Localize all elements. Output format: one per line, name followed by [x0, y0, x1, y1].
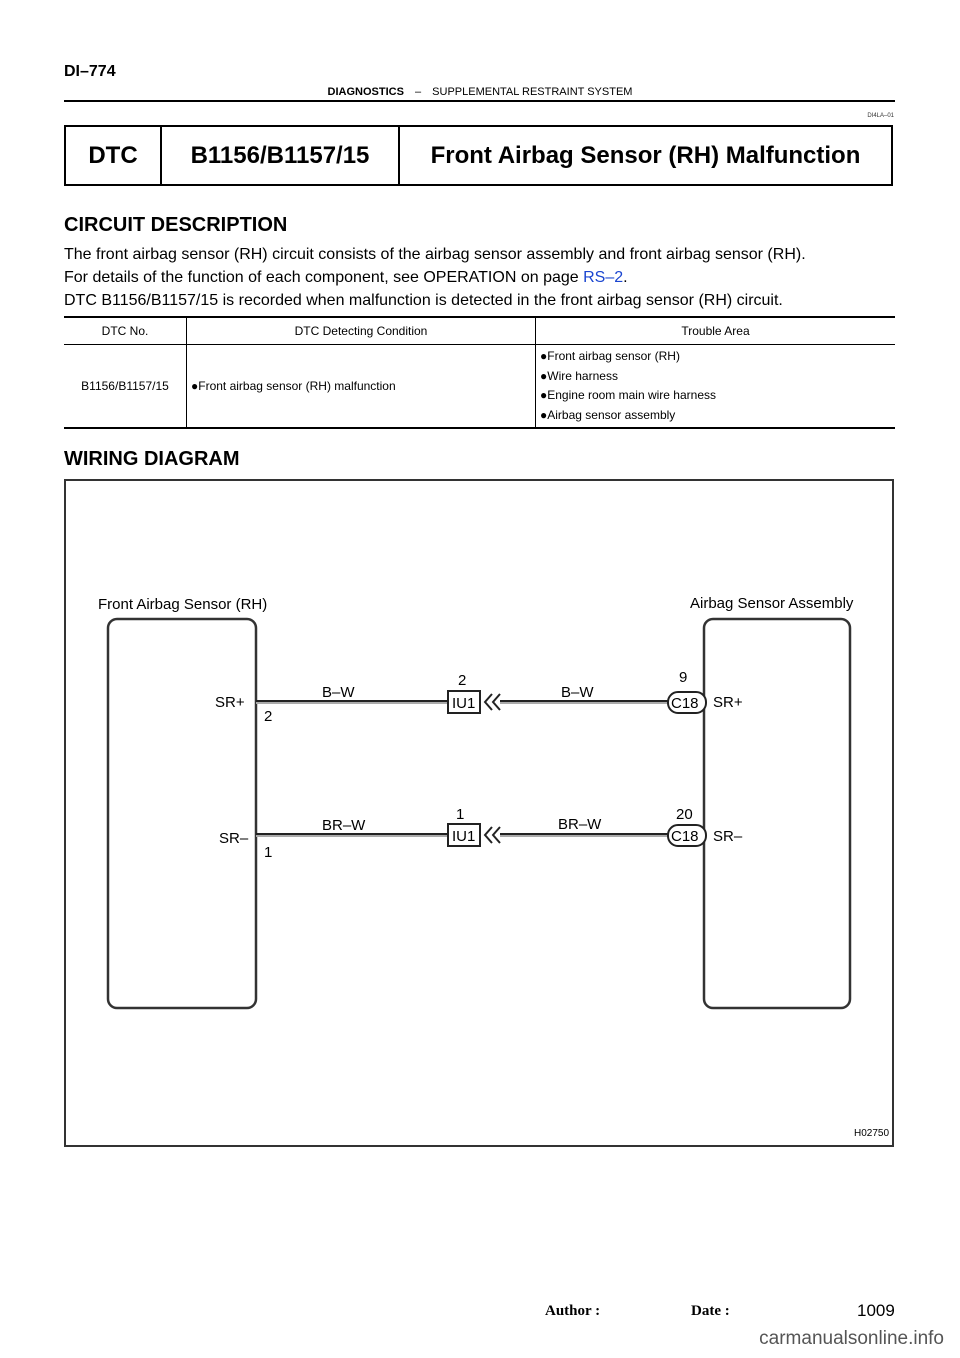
- right-pin-sr-plus: SR+: [713, 694, 743, 711]
- circuit-text-1: The front airbag sensor (RH) circuit con…: [64, 246, 806, 263]
- area-text: Wire harness: [547, 368, 618, 383]
- bullet-icon: ●: [540, 388, 548, 402]
- col-dtc-no: DTC No.: [64, 316, 187, 345]
- iu1-label-2: IU1: [452, 828, 475, 845]
- area-text: Airbag sensor assembly: [547, 407, 676, 422]
- iu1-pin-2: 2: [458, 672, 466, 689]
- date-label: Date :: [691, 1303, 730, 1319]
- page-link-rs2[interactable]: RS–2: [583, 269, 624, 286]
- c18-label-2: C18: [671, 828, 699, 845]
- wiring-diagram-heading: WIRING DIAGRAM: [64, 448, 240, 470]
- wire-sr-plus: [256, 700, 670, 704]
- wire-color-left-1: B–W: [322, 684, 355, 701]
- iu1-pin-1: 1: [456, 806, 464, 823]
- watermark: carmanualsonline.info: [759, 1328, 944, 1349]
- wiring-diagram-frame: [64, 479, 894, 1147]
- iu1-label-1: IU1: [452, 695, 475, 712]
- bullet-icon: ●: [191, 379, 199, 393]
- cell-trouble-area: ●Front airbag sensor (RH) ●Wire harness …: [535, 344, 895, 429]
- cell-condition: ●Front airbag sensor (RH) malfunction: [186, 344, 536, 429]
- left-pin-2: 2: [264, 708, 272, 725]
- page-code: DI–774: [64, 63, 116, 80]
- c18-label-1: C18: [671, 695, 699, 712]
- right-pin-sr-minus: SR–: [713, 828, 743, 845]
- c18-pin-9: 9: [679, 669, 687, 686]
- wire-color-right-1: B–W: [561, 684, 594, 701]
- area-text: Front airbag sensor (RH): [547, 349, 680, 363]
- table-row: B1156/B1157/15 ●Front airbag sensor (RH)…: [64, 344, 895, 429]
- dtc-title-box: DTC B1156/B1157/15 Front Airbag Sensor (…: [64, 125, 893, 186]
- dtc-table: DTC No. DTC Detecting Condition Trouble …: [64, 316, 895, 429]
- header-dash: –: [414, 86, 422, 98]
- wire-color-left-2: BR–W: [322, 817, 366, 834]
- circuit-text-2: For details of the function of each comp…: [64, 267, 896, 289]
- front-sensor-label: Front Airbag Sensor (RH): [98, 596, 267, 613]
- table-header-row: DTC No. DTC Detecting Condition Trouble …: [64, 316, 895, 345]
- front-sensor-box: [106, 617, 258, 1010]
- c18-pin-20: 20: [676, 806, 693, 823]
- dtc-name: Front Airbag Sensor (RH) Malfunction: [430, 141, 861, 169]
- left-pin-1: 1: [264, 844, 272, 861]
- list-item: ●Airbag sensor assembly: [540, 406, 891, 426]
- bullet-icon: ●: [540, 349, 548, 363]
- circuit-description-heading: CIRCUIT DESCRIPTION: [64, 214, 288, 236]
- area-text: Engine room main wire harness: [547, 388, 716, 402]
- wire-color-right-2: BR–W: [558, 816, 602, 833]
- circuit-text-2-post: .: [623, 269, 628, 286]
- dtc-label: DTC: [66, 127, 162, 184]
- connector-iu1-pin2: [447, 690, 501, 714]
- doc-code: DI4LA–01: [867, 113, 894, 119]
- connector-c18-pin9: [667, 691, 707, 714]
- section-name: DIAGNOSTICS: [327, 86, 404, 98]
- airbag-assembly-box: [702, 617, 852, 1010]
- wire-sr-minus: [256, 833, 670, 837]
- list-item: ●Engine room main wire harness: [540, 386, 891, 406]
- dtc-codes: B1156/B1157/15: [162, 127, 400, 184]
- subsection-name: SUPPLEMENTAL RESTRAINT SYSTEM: [432, 86, 633, 98]
- circuit-text-3: DTC B1156/B1157/15 is recorded when malf…: [64, 292, 783, 309]
- left-pin-sr-plus: SR+: [215, 694, 245, 711]
- col-trouble-area: Trouble Area: [535, 316, 895, 345]
- page-number: 1009: [857, 1301, 895, 1320]
- author-label: Author :: [545, 1303, 601, 1319]
- bullet-icon: ●: [540, 407, 548, 422]
- airbag-assembly-label: Airbag Sensor Assembly: [690, 595, 854, 612]
- cell-dtc-no: B1156/B1157/15: [64, 344, 187, 429]
- wiring-diagram: Front Airbag Sensor (RH) Airbag Sensor A…: [98, 595, 889, 1139]
- figure-code: H02750: [854, 1128, 889, 1139]
- connector-c18-pin20: [667, 824, 707, 847]
- connector-iu1-pin1: [447, 823, 501, 847]
- list-item: ●Front airbag sensor (RH): [540, 347, 891, 367]
- condition-text: Front airbag sensor (RH) malfunction: [198, 379, 396, 393]
- circuit-text-2-pre: For details of the function of each comp…: [64, 269, 584, 286]
- bullet-icon: ●: [540, 368, 548, 383]
- header-rule: [64, 100, 895, 102]
- list-item: ●Wire harness: [540, 367, 891, 387]
- col-condition: DTC Detecting Condition: [186, 316, 536, 345]
- running-header: DIAGNOSTICS – SUPPLEMENTAL RESTRAINT SYS…: [64, 86, 896, 98]
- left-pin-sr-minus: SR–: [219, 830, 249, 847]
